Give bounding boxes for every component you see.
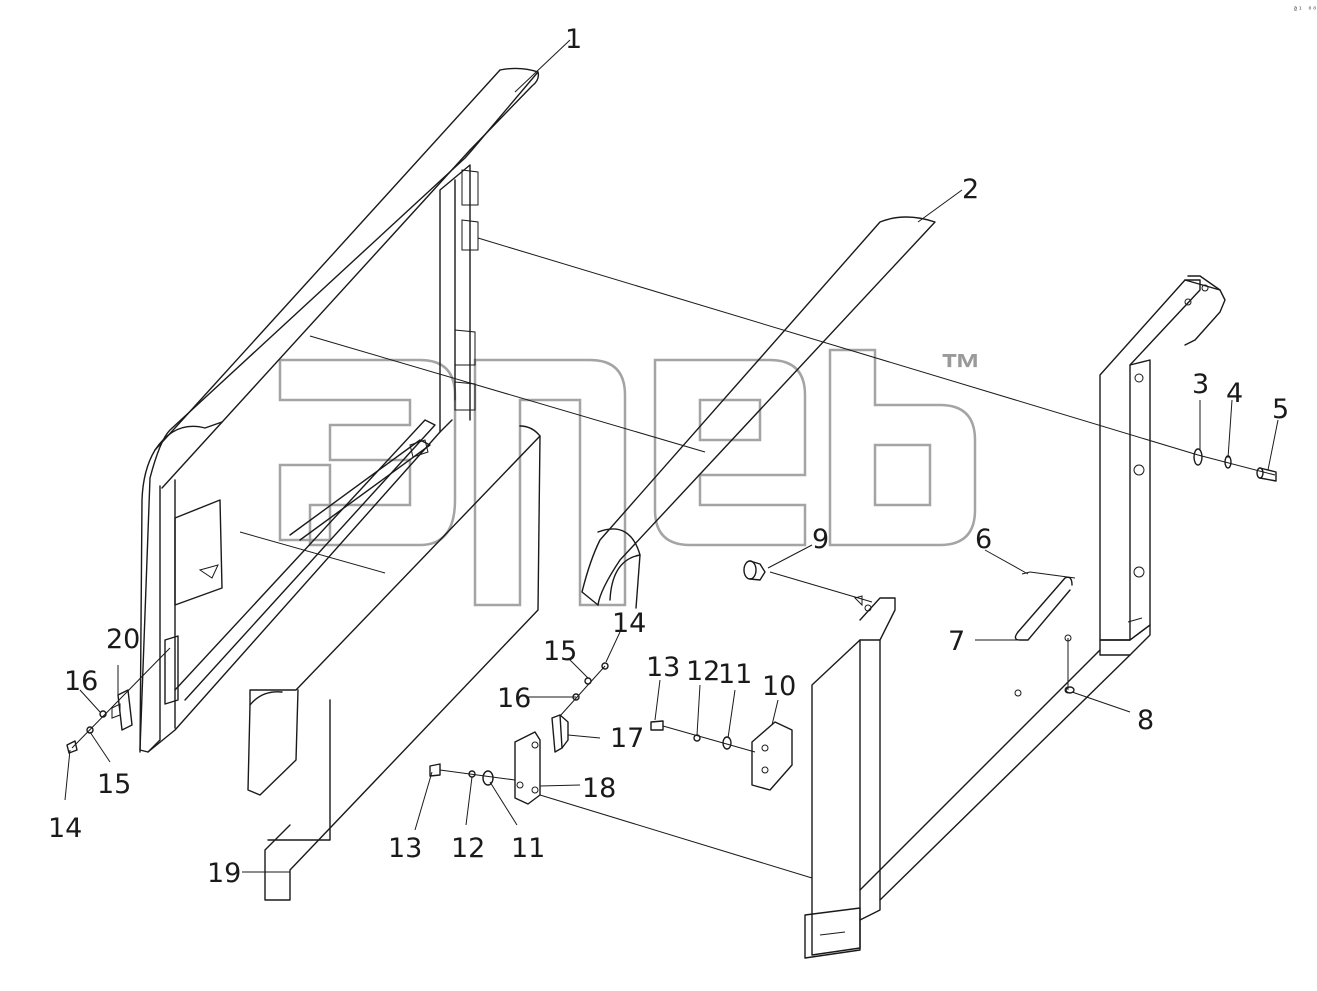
callout-16-upper: 16 — [497, 683, 531, 714]
part-10-plate — [751, 721, 793, 791]
leader-lines — [64, 39, 1279, 873]
callout-18: 18 — [582, 773, 616, 804]
callout-12-lower: 12 — [451, 833, 485, 864]
watermark-logo: ™ — [278, 345, 982, 607]
part-9-bump-stop — [743, 560, 766, 581]
callout-9: 9 — [812, 524, 829, 555]
callout-7: 7 — [948, 626, 965, 657]
callout-17: 17 — [610, 723, 644, 754]
callout-19: 19 — [207, 858, 241, 889]
part-frame-right — [1099, 275, 1226, 656]
callout-20: 20 — [106, 624, 140, 655]
callout-13-lower: 13 — [388, 833, 422, 864]
assembly-lines — [71, 237, 1276, 879]
callout-labels: 1 2 3 4 5 6 7 8 9 10 11 12 13 14 15 16 1… — [48, 24, 1289, 889]
callout-2: 2 — [962, 174, 979, 205]
watermark-tm: ™ — [940, 345, 982, 392]
callout-15-lower: 15 — [97, 769, 131, 800]
callout-12-upper: 12 — [686, 656, 720, 687]
part-frame-bottom — [804, 595, 1131, 959]
part-20-latch — [111, 689, 133, 731]
part-1-side-panel — [139, 67, 540, 753]
callout-15-upper: 15 — [543, 636, 577, 667]
callout-10: 10 — [762, 671, 796, 702]
callout-6: 6 — [975, 524, 992, 555]
callout-5: 5 — [1272, 394, 1289, 425]
callout-1: 1 — [565, 24, 582, 55]
part-17-bracket — [551, 714, 569, 753]
part-19-lower-rail — [247, 425, 541, 901]
fasteners — [66, 448, 1277, 786]
callout-11-lower: 11 — [511, 833, 545, 864]
callout-14-lower: 14 — [48, 813, 82, 844]
callout-13-upper: 13 — [646, 652, 680, 683]
part-18-plate — [514, 731, 541, 805]
corner-mark: ª¹ ⁸⁸⁸ — [1293, 5, 1317, 14]
callout-8: 8 — [1137, 705, 1154, 736]
part-7-u-bolt — [1014, 576, 1073, 641]
callout-11-upper: 11 — [718, 659, 752, 690]
part-2-top-rail — [581, 216, 936, 609]
callout-14-upper: 14 — [612, 608, 646, 639]
callout-4: 4 — [1226, 378, 1243, 409]
callout-16-lower: 16 — [64, 666, 98, 697]
callout-3: 3 — [1192, 369, 1209, 400]
